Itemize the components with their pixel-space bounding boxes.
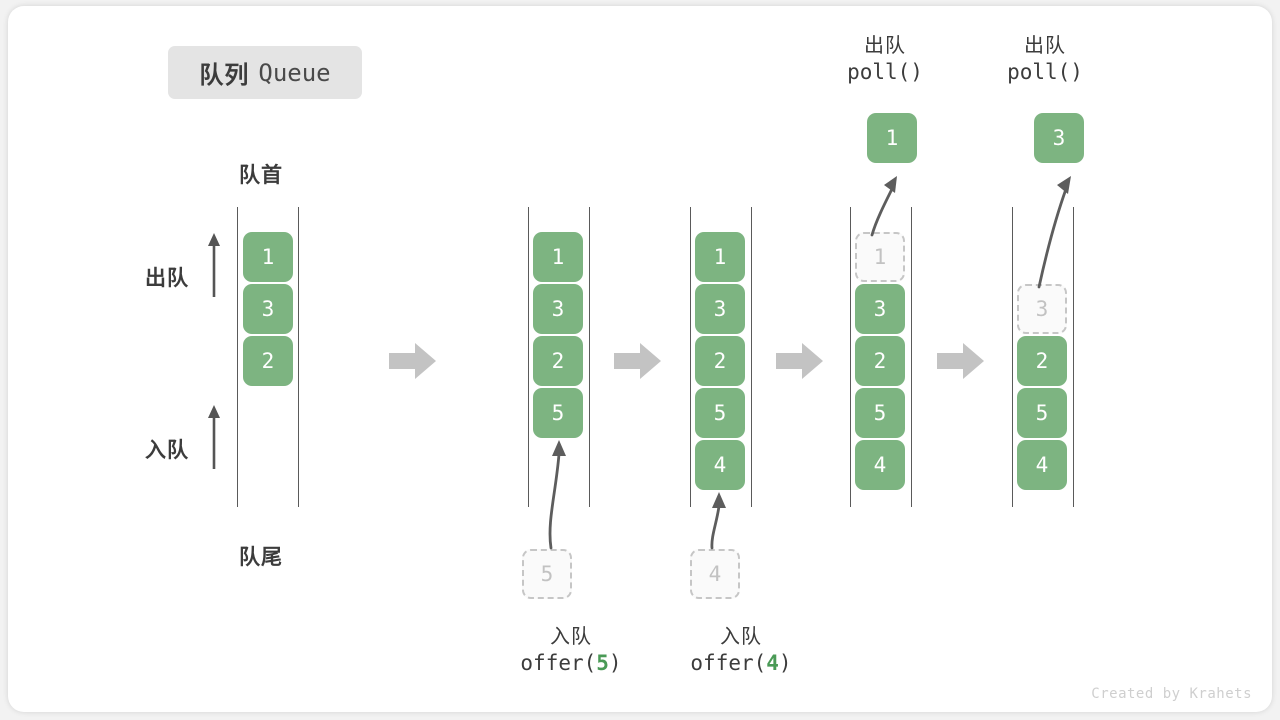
queue-cell: 2	[243, 336, 293, 386]
operation-code: offer(4)	[690, 651, 792, 675]
rail-right-stage-2	[589, 207, 590, 507]
dequeued-cell: 1	[867, 113, 917, 163]
operation-label-poll-1: 出队 poll()	[830, 29, 940, 84]
step-arrow-icon	[776, 343, 823, 379]
rail-right-stage-3	[751, 207, 752, 507]
operation-cn: 出队	[1024, 35, 1066, 57]
operation-code: poll()	[1007, 60, 1083, 84]
queue-cell: 4	[855, 440, 905, 490]
rail-right-stage-5	[1073, 207, 1074, 507]
queue-cell: 2	[533, 336, 583, 386]
operation-code: poll()	[847, 60, 923, 84]
step-arrow-icon	[614, 343, 661, 379]
dequeue-direction-label: 出队	[145, 267, 189, 290]
queue-cell: 2	[1017, 336, 1067, 386]
title-cn: 队列	[199, 62, 250, 89]
step-arrow-icon	[389, 343, 436, 379]
enqueue-direction-arrow-icon	[208, 405, 220, 469]
step-arrow-icon	[937, 343, 984, 379]
rail-left-stage-3	[690, 207, 691, 507]
queue-cell: 1	[695, 232, 745, 282]
operation-label-poll-2: 出队 poll()	[990, 29, 1100, 84]
rail-left-stage-4	[850, 207, 851, 507]
front-label: 队首	[239, 164, 283, 187]
dequeued-cell: 3	[1034, 113, 1084, 163]
rail-left-stage-5	[1012, 207, 1013, 507]
queue-cell: 2	[855, 336, 905, 386]
rail-right-stage-1	[298, 207, 299, 507]
queue-cell: 3	[855, 284, 905, 334]
operation-label-offer-5: 入队 offer(5)	[510, 620, 632, 675]
queue-cell: 5	[533, 388, 583, 438]
rail-left-stage-1	[237, 207, 238, 507]
operation-cn: 入队	[720, 626, 762, 648]
title-en: Queue	[258, 58, 331, 87]
queue-cell: 3	[533, 284, 583, 334]
incoming-ghost-cell: 5	[522, 549, 572, 599]
rail-left-stage-2	[528, 207, 529, 507]
dequeued-ghost-cell: 3	[1017, 284, 1067, 334]
operation-cn: 入队	[550, 626, 592, 648]
operation-code: offer(5)	[520, 651, 622, 675]
credit-footer: Created by Krahets	[1091, 686, 1252, 702]
rear-label: 队尾	[239, 546, 283, 569]
queue-cell: 1	[533, 232, 583, 282]
queue-cell: 3	[243, 284, 293, 334]
queue-cell: 4	[1017, 440, 1067, 490]
queue-cell: 2	[695, 336, 745, 386]
operation-label-offer-4: 入队 offer(4)	[680, 620, 802, 675]
enqueue-direction-label: 入队	[145, 439, 189, 462]
queue-cell: 3	[695, 284, 745, 334]
operation-cn: 出队	[864, 35, 906, 57]
queue-cell: 5	[855, 388, 905, 438]
queue-cell: 5	[695, 388, 745, 438]
rail-right-stage-4	[911, 207, 912, 507]
queue-cell: 1	[243, 232, 293, 282]
incoming-ghost-cell: 4	[690, 549, 740, 599]
dequeued-ghost-cell: 1	[855, 232, 905, 282]
queue-cell: 5	[1017, 388, 1067, 438]
queue-cell: 4	[695, 440, 745, 490]
title-badge: 队列 Queue	[168, 46, 362, 99]
dequeue-direction-arrow-icon	[208, 233, 220, 297]
